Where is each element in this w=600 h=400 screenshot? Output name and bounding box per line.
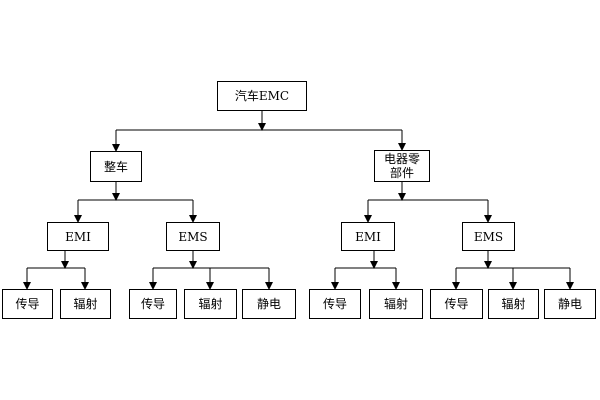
vehicle-emi-radiated-node: 辐射 [60, 289, 111, 319]
electrical-components-node: 电器零 部件 [374, 150, 430, 182]
vehicle-node: 整车 [90, 151, 142, 182]
vehicle-emi-node: EMI [47, 222, 109, 251]
vehicle-ems-node: EMS [166, 222, 220, 251]
components-ems-radiated-node: 辐射 [488, 289, 539, 319]
components-emi-node: EMI [341, 222, 395, 251]
components-ems-conducted-node: 传导 [430, 289, 483, 319]
vehicle-ems-conducted-node: 传导 [129, 289, 177, 319]
components-ems-node: EMS [462, 222, 515, 251]
root-node: 汽车EMC [217, 81, 307, 111]
vehicle-emi-conducted-node: 传导 [2, 289, 53, 319]
vehicle-ems-radiated-node: 辐射 [184, 289, 237, 319]
vehicle-ems-static-node: 静电 [242, 289, 296, 319]
components-ems-static-node: 静电 [544, 289, 596, 319]
components-emi-conducted-node: 传导 [309, 289, 361, 319]
components-emi-radiated-node: 辐射 [369, 289, 423, 319]
